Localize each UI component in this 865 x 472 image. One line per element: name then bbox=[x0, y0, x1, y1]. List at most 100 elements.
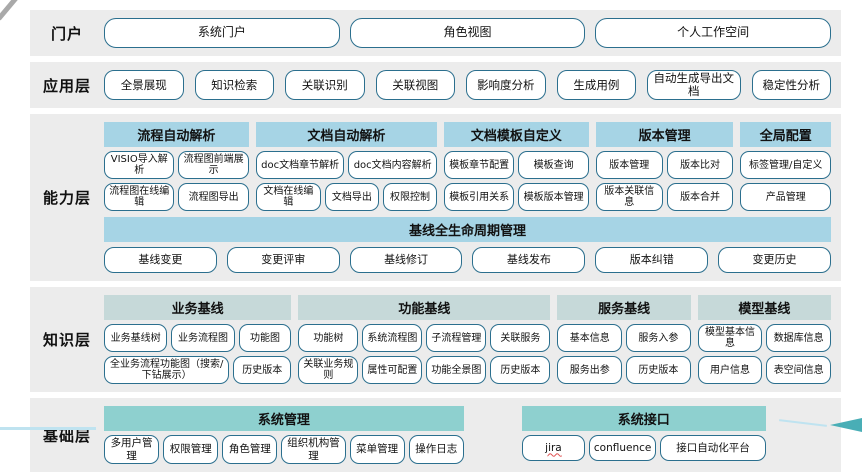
group-function-baseline: 功能基线 功能树 系统流程图 子流程管理 关联服务 关联业务规则 属性可配置 功… bbox=[298, 295, 551, 385]
layer-label-application: 应用层 bbox=[42, 76, 91, 95]
architecture-diagram: 门户 系统门户 角色视图 个人工作空间 应用层 全景展现 知识检索 关联识别 关… bbox=[30, 10, 841, 472]
diagram-node: 全业务流程功能图（搜索/下钻展示） bbox=[104, 356, 230, 385]
diagram-node: jira bbox=[522, 435, 585, 462]
diagram-node: 版本管理 bbox=[595, 151, 663, 180]
diagram-node: 权限控制 bbox=[382, 183, 437, 212]
diagram-node: 知识检索 bbox=[194, 70, 275, 101]
diagram-node: 关联服务 bbox=[490, 324, 551, 353]
diagram-node: 表空间信息 bbox=[766, 356, 832, 385]
arrow-left-icon bbox=[830, 418, 862, 432]
diagram-node: 影响度分析 bbox=[466, 70, 546, 101]
group-header: 功能基线 bbox=[298, 295, 551, 321]
diagram-node: 关联识别 bbox=[285, 70, 365, 101]
diagram-node: 属性可配置 bbox=[362, 356, 423, 385]
diagram-node: 历史版本 bbox=[233, 356, 292, 385]
layer-capability: 能力层 流程自动解析 VISIO导入解析 流程图前端展示 流程图在线编辑 流程图… bbox=[30, 114, 841, 282]
diagram-node: 文档在线编辑 bbox=[255, 183, 321, 212]
diagram-node: doc文档章节解析 bbox=[255, 151, 345, 180]
group-model-baseline: 模型基线 模型基本信息 数据库信息 用户信息 表空间信息 bbox=[697, 295, 832, 385]
diagram-node: 模板版本管理 bbox=[518, 183, 589, 212]
layer-portal: 门户 系统门户 角色视图 个人工作空间 bbox=[30, 10, 841, 56]
group-service-baseline: 服务基线 基本信息 服务入参 服务出参 历史版本 bbox=[557, 295, 691, 385]
diagram-node: 标签管理/自定义 bbox=[740, 151, 832, 180]
layer-label-capability: 能力层 bbox=[42, 189, 91, 208]
diagram-node: 基线变更 bbox=[104, 247, 217, 274]
diagram-node: 菜单管理 bbox=[349, 435, 405, 464]
diagram-node: confluence bbox=[588, 435, 657, 462]
diagram-node: 版本比对 bbox=[666, 151, 734, 180]
corner-decoration bbox=[0, 0, 22, 21]
diagram-node: 模板引用关系 bbox=[443, 183, 515, 212]
group-header: 版本管理 bbox=[595, 122, 734, 148]
group-doc-parsing: 文档自动解析 doc文档章节解析 doc文档内容解析 文档在线编辑 文档导出 权… bbox=[255, 122, 437, 212]
diagram-node: 全景展现 bbox=[104, 70, 184, 101]
diagram-node: 版本纠错 bbox=[595, 247, 709, 274]
diagram-node: VISIO导入解析 bbox=[104, 151, 175, 180]
diagram-node: 模板章节配置 bbox=[443, 151, 515, 180]
diagram-node: 系统流程图 bbox=[362, 324, 423, 353]
group-header: 业务基线 bbox=[104, 295, 292, 321]
diagram-node: 历史版本 bbox=[490, 356, 551, 385]
diagram-node: 流程图在线编辑 bbox=[104, 183, 175, 212]
diagram-node: 角色视图 bbox=[349, 18, 586, 48]
diagram-node: 数据库信息 bbox=[766, 324, 832, 353]
group-system-mgmt: 系统管理 多用户管理 权限管理 角色管理 组织机构管理 菜单管理 操作日志 bbox=[104, 406, 464, 464]
group-header: 系统管理 bbox=[104, 406, 464, 432]
diagram-node: 基本信息 bbox=[557, 324, 623, 353]
layer-label-foundation: 基础层 bbox=[42, 426, 91, 445]
diagram-node: 历史版本 bbox=[626, 356, 691, 385]
group-system-interface: 系统接口 jira confluence 接口自动化平台 bbox=[522, 406, 766, 463]
group-global-config: 全局配置 标签管理/自定义 产品管理 bbox=[740, 122, 832, 212]
diagram-node: 文档导出 bbox=[324, 183, 379, 212]
group-header: 文档自动解析 bbox=[255, 122, 437, 148]
group-header: 系统接口 bbox=[522, 406, 766, 432]
diagram-node: 版本关联信息 bbox=[595, 183, 663, 212]
diagram-node: 关联业务规则 bbox=[298, 356, 359, 385]
diagram-node: doc文档内容解析 bbox=[348, 151, 437, 180]
diagram-node: 生成用例 bbox=[556, 70, 637, 101]
diagram-node: 多用户管理 bbox=[104, 435, 160, 464]
layer-application: 应用层 全景展现 知识检索 关联识别 关联视图 影响度分析 生成用例 自动生成导… bbox=[30, 62, 841, 109]
diagram-node: 角色管理 bbox=[222, 435, 278, 464]
diagram-node: 操作日志 bbox=[408, 435, 464, 464]
group-header: 文档模板自定义 bbox=[443, 122, 589, 148]
group-header: 流程自动解析 bbox=[104, 122, 249, 148]
diagram-node: 产品管理 bbox=[740, 183, 832, 212]
group-version-mgmt: 版本管理 版本管理 版本比对 版本关联信息 版本合并 bbox=[595, 122, 734, 212]
diagram-node: 功能全景图 bbox=[426, 356, 487, 385]
diagram-node: 权限管理 bbox=[163, 435, 219, 464]
diagram-node: 服务入参 bbox=[626, 324, 691, 353]
diagram-node: 接口自动化平台 bbox=[660, 435, 766, 462]
diagram-node: 模型基本信息 bbox=[697, 324, 763, 353]
diagram-node: 自动生成导出文档 bbox=[647, 70, 741, 101]
group-header: 模型基线 bbox=[697, 295, 832, 321]
diagram-node: 组织机构管理 bbox=[281, 435, 346, 464]
diagram-node: 业务流程图 bbox=[171, 324, 235, 353]
diagram-node: 系统门户 bbox=[104, 18, 340, 48]
layer-label-portal: 门户 bbox=[50, 24, 83, 43]
diagram-node: 稳定性分析 bbox=[751, 70, 832, 101]
diagram-node: 流程图导出 bbox=[178, 183, 249, 212]
group-template-custom: 文档模板自定义 模板章节配置 模板查询 模板引用关系 模板版本管理 bbox=[443, 122, 589, 212]
diagram-node: 变更历史 bbox=[718, 247, 831, 274]
group-header: 服务基线 bbox=[557, 295, 691, 321]
layer-label-knowledge: 知识层 bbox=[42, 331, 91, 350]
baseline-band-header: 基线全生命周期管理 bbox=[104, 217, 831, 243]
diagram-node: 用户信息 bbox=[697, 356, 763, 385]
diagram-node: 版本合并 bbox=[666, 183, 734, 212]
diagram-node: 变更评审 bbox=[226, 247, 340, 274]
diagram-node: 流程图前端展示 bbox=[178, 151, 249, 180]
bottom-line-decoration bbox=[0, 427, 96, 430]
group-header: 全局配置 bbox=[740, 122, 832, 148]
diagram-node: 个人工作空间 bbox=[595, 18, 832, 48]
diagram-node: 功能树 bbox=[298, 324, 359, 353]
diagram-node: 功能图 bbox=[238, 324, 292, 353]
diagram-node: 基线发布 bbox=[472, 247, 586, 274]
layer-foundation: 基础层 系统管理 多用户管理 权限管理 角色管理 组织机构管理 菜单管理 操作日… bbox=[30, 398, 841, 472]
diagram-node: 模板查询 bbox=[518, 151, 589, 180]
diagram-node: 关联视图 bbox=[375, 70, 456, 101]
diagram-node: 业务基线树 bbox=[104, 324, 168, 353]
group-business-baseline: 业务基线 业务基线树 业务流程图 功能图 全业务流程功能图（搜索/下钻展示） 历… bbox=[104, 295, 292, 385]
group-process-parsing: 流程自动解析 VISIO导入解析 流程图前端展示 流程图在线编辑 流程图导出 bbox=[104, 122, 249, 212]
diagram-node: 服务出参 bbox=[557, 356, 623, 385]
